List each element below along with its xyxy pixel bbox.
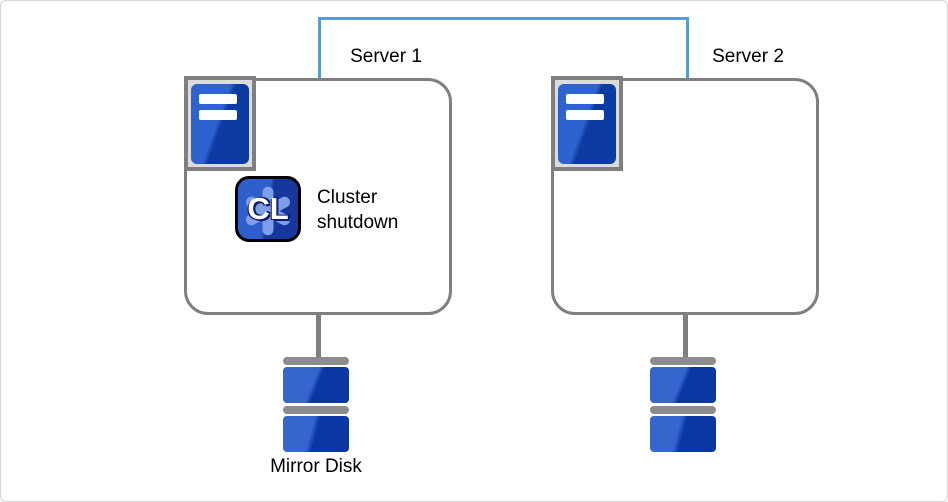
disk-bar-icon [283, 357, 349, 365]
disk-bar-icon [650, 406, 716, 414]
disk-bar-icon [283, 406, 349, 414]
cluster-shutdown-label: Cluster shutdown [317, 187, 399, 233]
gear-icon [245, 186, 291, 236]
mirror-disk-label: Mirror Disk [270, 456, 362, 477]
cluster-cl-icon: CL [235, 176, 301, 242]
server-icon [558, 83, 616, 164]
disk-platter-icon [650, 416, 716, 452]
interconnect-line [318, 17, 689, 78]
disk-platter-icon [650, 367, 716, 403]
disk-platter-icon [283, 367, 349, 403]
server1-machine-icon [184, 76, 256, 171]
server-slot-icon [566, 109, 604, 120]
server1-disk-connector [316, 314, 321, 359]
server-slot-icon [199, 109, 237, 120]
server1-label: Server 1 [350, 46, 422, 67]
server2-disk-connector [683, 314, 688, 359]
disk-platter-icon [283, 416, 349, 452]
mirror-disk-stack-2 [650, 357, 716, 452]
server-slot-icon [566, 93, 604, 104]
server2-machine-icon [551, 76, 623, 171]
disk-bar-icon [650, 357, 716, 365]
cl-badge-text: CL [247, 191, 289, 226]
server-icon [191, 83, 249, 164]
server2-label: Server 2 [712, 46, 784, 67]
server-slot-icon [199, 93, 237, 104]
mirror-disk-stack-1 [283, 357, 349, 452]
